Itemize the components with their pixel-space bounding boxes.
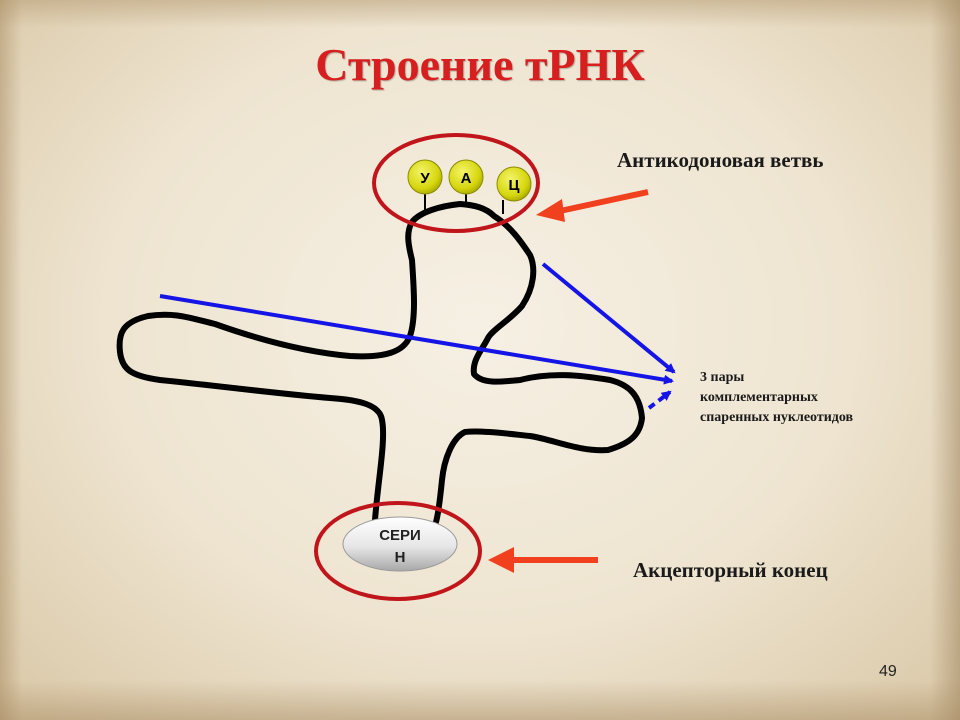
pairs-label-line-2: комплементарных: [700, 390, 818, 405]
amino-acid-line-2: Н: [395, 549, 406, 566]
slide-title: Строение тРНК: [315, 39, 645, 90]
nucleotide-a: А: [448, 159, 484, 195]
amino-acid-pill: СЕРИ Н: [342, 516, 458, 572]
blue-arrow-short: [647, 390, 672, 410]
trna-strand: [116, 201, 645, 525]
blue-arrow-long: [159, 294, 674, 385]
nucleotide-c: Ц: [496, 166, 532, 202]
red-arrow-anticodon: [536, 189, 649, 222]
anticodon-ring: [372, 133, 540, 233]
nucleotide-a-label: А: [461, 170, 472, 187]
nucleotide-u: У: [407, 159, 443, 195]
blue-arrow-upper: [541, 262, 676, 374]
paper-edge-left: [0, 0, 22, 720]
acceptor-end-label: Акцепторный конец: [633, 558, 828, 582]
pairs-label-line-3: спаренных нуклеотидов: [700, 410, 854, 425]
paper-edge-bottom: [0, 680, 960, 720]
nucleotide-c-label: Ц: [509, 177, 520, 194]
page-number: 49: [879, 663, 897, 680]
anticodon-arm-label: Антикодоновая ветвь: [617, 148, 824, 172]
paired-nucleotides-label: 3 пары комплементарных спаренных нуклеот…: [700, 368, 853, 428]
red-arrow-acceptor: [488, 547, 598, 573]
nucleotide-u-label: У: [420, 170, 430, 187]
paper-edge-top: [0, 0, 960, 28]
pairs-label-line-1: 3 пары: [700, 370, 745, 385]
acceptor-ring: [314, 501, 482, 601]
paper-edge-right: [930, 0, 960, 720]
amino-acid-line-1: СЕРИ: [379, 527, 421, 544]
